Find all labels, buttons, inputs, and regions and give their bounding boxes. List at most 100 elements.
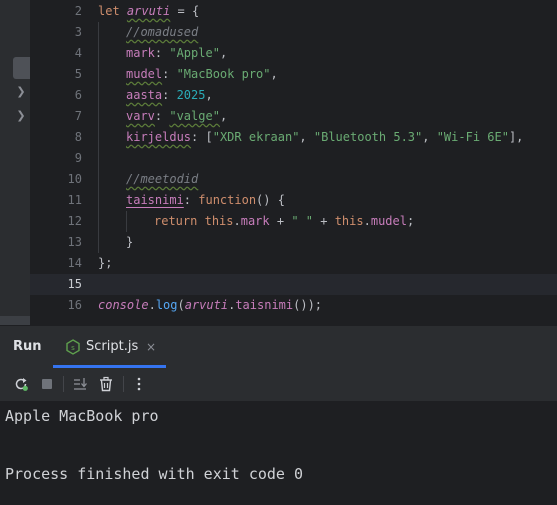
code-text: ()); xyxy=(293,298,323,312)
code-line-4: mark: "Apple", xyxy=(126,43,227,64)
line-number: 10 xyxy=(67,172,82,186)
variable-name: arvuti xyxy=(126,4,171,18)
string-literal: " " xyxy=(291,214,314,228)
tab-script-js[interactable]: s Script.js × xyxy=(53,326,166,369)
stop-icon[interactable] xyxy=(39,376,55,392)
code-text: ; xyxy=(406,214,415,228)
method-name: taisnimi xyxy=(126,193,184,207)
code-text: } xyxy=(126,235,134,249)
code-text: : xyxy=(154,46,170,60)
code-line-14: }; xyxy=(98,253,112,274)
chevron-right-icon[interactable]: ❯ xyxy=(16,85,26,98)
tab-label: Script.js xyxy=(86,339,139,354)
line-number: 8 xyxy=(74,130,82,144)
property-key: aasta xyxy=(126,88,163,102)
scroll-to-end-icon[interactable] xyxy=(72,376,88,392)
variable-ref: arvuti xyxy=(184,298,229,312)
strip-scroll-thumb[interactable] xyxy=(13,57,30,79)
run-toolbar xyxy=(0,368,557,402)
line-number-current: 15 xyxy=(67,277,82,291)
code-text: . xyxy=(228,298,236,312)
code-text: = { xyxy=(170,4,200,18)
code-line-16: console.log(arvuti.taisnimi()); xyxy=(98,295,322,316)
editor-left-strip: ❯ ❯ xyxy=(0,0,30,325)
code-text: , xyxy=(270,67,278,81)
close-icon[interactable]: × xyxy=(146,340,157,354)
code-text: : xyxy=(183,193,199,207)
nodejs-icon: s xyxy=(66,339,80,355)
number-literal: 2025 xyxy=(176,88,206,102)
line-number: 7 xyxy=(74,109,82,123)
active-tab-indicator xyxy=(53,365,166,368)
line-number: 12 xyxy=(67,214,82,228)
line-number: 4 xyxy=(74,46,82,60)
code-text: : xyxy=(154,109,170,123)
keyword: let xyxy=(98,4,120,18)
code-line-5: mudel: "MacBook pro", xyxy=(126,64,278,85)
svg-text:s: s xyxy=(71,344,75,352)
property-key: mark xyxy=(126,46,155,60)
console-output-line: Apple MacBook pro xyxy=(5,407,159,425)
line-number: 14 xyxy=(67,256,82,270)
line-number: 5 xyxy=(74,67,82,81)
code-text: , xyxy=(299,130,314,144)
property-ref: taisnimi xyxy=(235,298,294,312)
code-text: ], xyxy=(508,130,524,144)
code-line-10: //meetodid xyxy=(126,169,198,190)
line-number: 16 xyxy=(67,298,82,312)
code-text xyxy=(197,214,204,228)
property-ref: mark xyxy=(240,214,270,228)
code-line-2: let arvuti = { xyxy=(98,1,199,22)
string-literal: "XDR ekraan" xyxy=(212,130,300,144)
code-text: . xyxy=(363,214,371,228)
trash-icon[interactable] xyxy=(98,376,114,392)
run-title[interactable]: Run xyxy=(13,339,42,354)
code-line-6: aasta: 2025, xyxy=(126,85,213,106)
line-number: 6 xyxy=(74,88,82,102)
line-number: 9 xyxy=(74,151,82,165)
code-text: , xyxy=(205,88,213,102)
comment: //meetodid xyxy=(126,172,199,186)
code-text: . xyxy=(233,214,241,228)
more-icon[interactable] xyxy=(131,376,147,392)
keyword: this xyxy=(334,214,364,228)
chevron-right-icon[interactable]: ❯ xyxy=(16,109,26,122)
code-line-11: taisnimi: function() { xyxy=(126,190,285,211)
code-line-13: } xyxy=(126,232,133,253)
string-literal: "Apple" xyxy=(169,46,220,60)
line-number: 13 xyxy=(67,235,82,249)
code-line-12: return this.mark + " " + this.mudel; xyxy=(154,211,414,232)
code-line-3: //omadused xyxy=(126,22,198,43)
string-literal: "Bluetooth 5.3" xyxy=(313,130,423,144)
code-editor[interactable]: ❯ ❯ 2 3 4 5 6 7 8 9 10 11 12 13 14 15 16… xyxy=(0,0,557,325)
line-number-gutter: 2 3 4 5 6 7 8 9 10 11 12 13 14 15 16 xyxy=(30,0,86,325)
current-line-highlight xyxy=(30,274,557,295)
code-text: + xyxy=(313,214,335,228)
keyword: return xyxy=(154,214,198,228)
line-number: 11 xyxy=(67,193,82,207)
code-text: + xyxy=(269,214,292,228)
code-text: , xyxy=(219,109,228,123)
string-literal: "valge" xyxy=(169,109,220,123)
console-exit-message: Process finished with exit code 0 xyxy=(5,465,304,483)
indent-guide xyxy=(126,211,127,232)
toolbar-separator xyxy=(63,376,64,392)
code-text: }; xyxy=(98,256,113,270)
code-text: : xyxy=(162,67,177,81)
code-text: : xyxy=(162,88,177,102)
console-output[interactable]: Apple MacBook pro Process finished with … xyxy=(0,402,557,505)
method-call: log xyxy=(155,298,178,312)
rerun-icon[interactable] xyxy=(13,376,29,392)
keyword: function xyxy=(198,193,257,207)
global-object: console xyxy=(98,298,149,312)
line-number: 3 xyxy=(74,25,82,39)
string-literal: "MacBook pro" xyxy=(176,67,271,81)
property-key: varv xyxy=(126,109,155,123)
string-literal: "Wi-Fi 6E" xyxy=(436,130,509,144)
run-tool-window-header: Run s Script.js × xyxy=(0,325,557,369)
code-line-7: varv: "valge", xyxy=(126,106,227,127)
keyword: this xyxy=(204,214,234,228)
code-text: ( xyxy=(177,298,185,312)
horizontal-scrollbar[interactable] xyxy=(0,316,30,325)
comment: //omadused xyxy=(126,25,199,39)
